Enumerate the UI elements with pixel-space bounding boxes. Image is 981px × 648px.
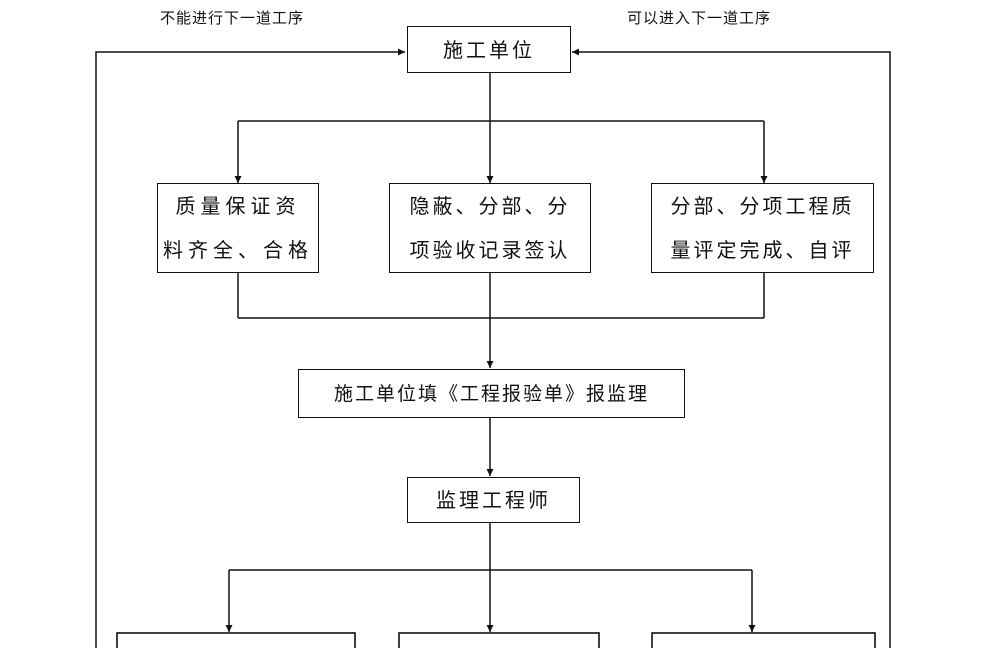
contractor-text: 施工单位 <box>443 37 535 62</box>
submit-form-text: 施工单位填《工程报验单》报监理 <box>333 382 649 405</box>
hidden-work-text: 隐蔽、分部、分 项验收记录签认 <box>409 194 571 262</box>
quality-docs-box: 质量保证资 料齐全、合格 <box>157 183 319 273</box>
supervisor-box: 监理工程师 <box>407 477 580 523</box>
left-loop-line <box>95 48 405 648</box>
submit-form-box: 施工单位填《工程报验单》报监理 <box>298 369 685 418</box>
bottom-box-left <box>116 632 356 648</box>
supervisor-text: 监理工程师 <box>436 488 551 512</box>
bottom-box-right <box>651 632 876 648</box>
left-loop-label: 不能进行下一道工序 <box>160 9 305 27</box>
self-eval-box: 分部、分项工程质 量评定完成、自评 <box>651 183 874 273</box>
right-loop-line <box>572 48 891 648</box>
right-loop-label: 可以进入下一道工序 <box>627 9 772 27</box>
hidden-work-box: 隐蔽、分部、分 项验收记录签认 <box>389 183 591 273</box>
self-eval-text: 分部、分项工程质 量评定完成、自评 <box>670 194 855 262</box>
bottom-box-center <box>398 632 600 648</box>
contractor-box: 施工单位 <box>407 26 571 73</box>
quality-docs-text: 质量保证资 料齐全、合格 <box>163 194 313 262</box>
